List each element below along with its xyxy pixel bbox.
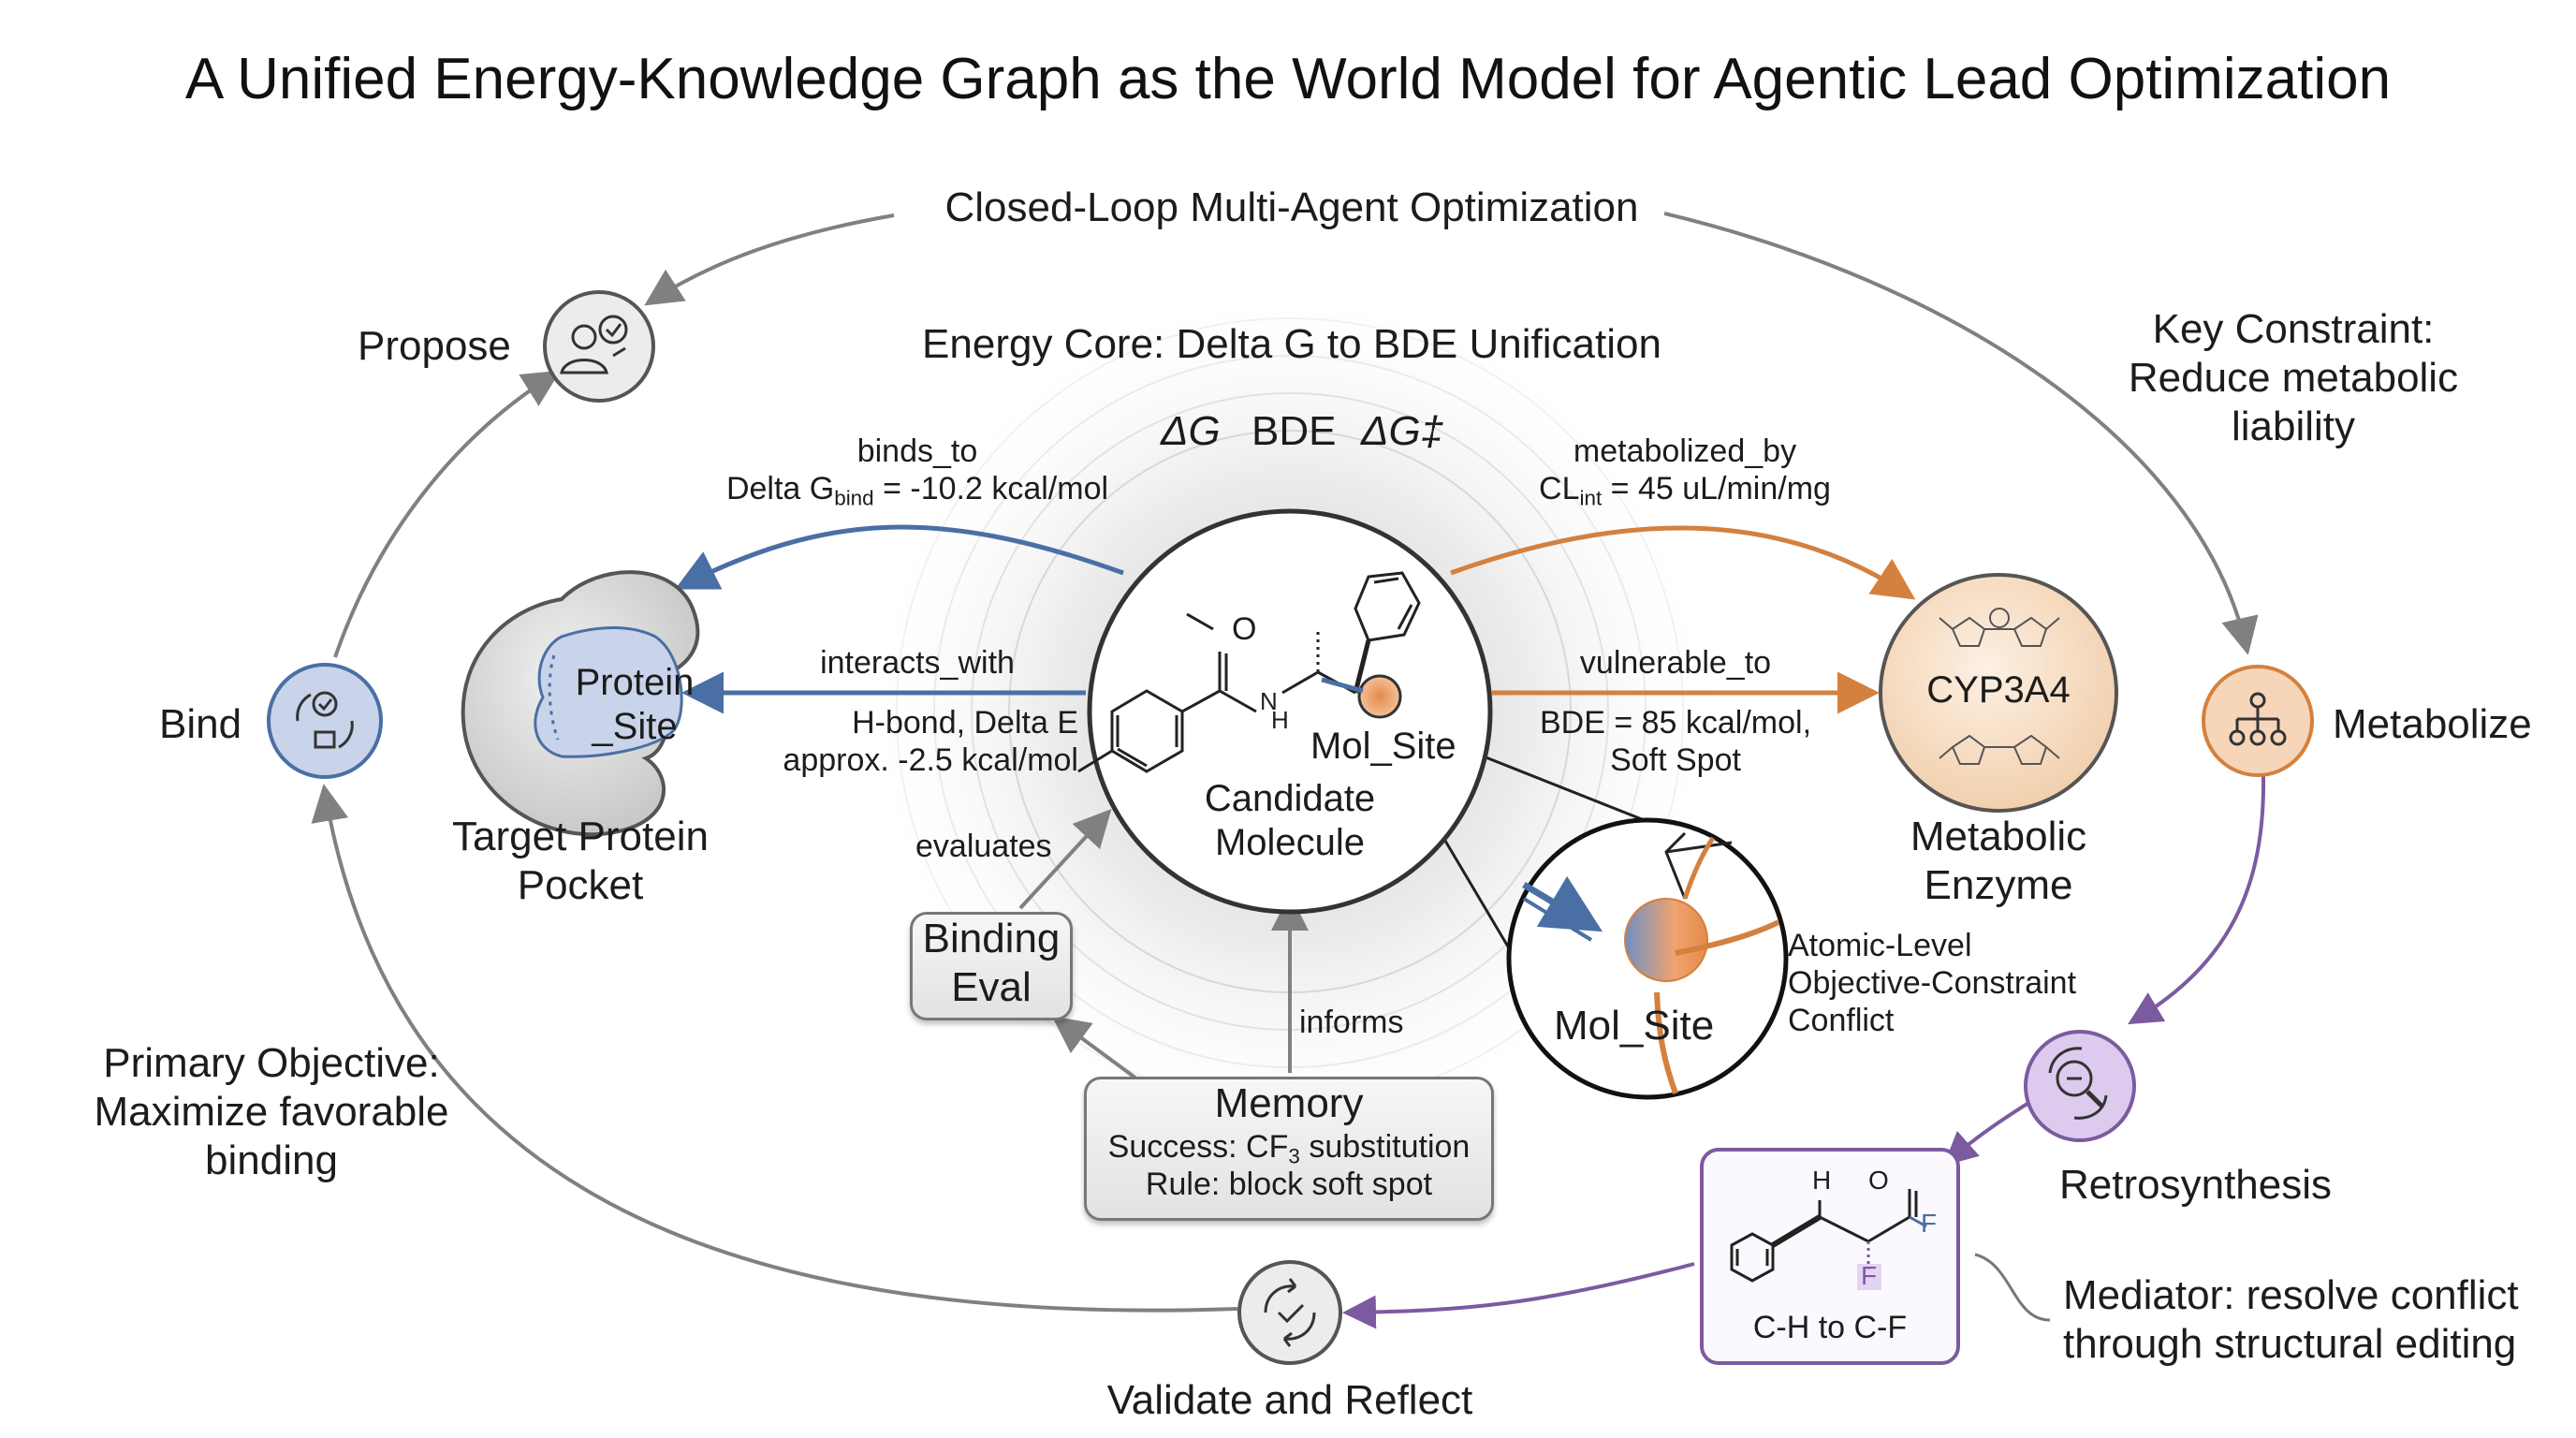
edge-vulnerable-detail: BDE = 85 kcal/mol,Soft Spot — [1539, 705, 1812, 779]
metabolize-node[interactable] — [2202, 665, 2314, 777]
enzyme-name: CYP3A4 — [1926, 669, 2071, 711]
atom-o-label: O — [1232, 611, 1257, 647]
protein-site-label: Protein_Site — [575, 662, 695, 748]
edge-metabolized-by: metabolized_by CLint = 45 uL/min/mg — [1539, 433, 1831, 510]
propose-node[interactable] — [543, 290, 655, 403]
zoom-site-label: Mol_Site — [1554, 1003, 1715, 1049]
memory-rule: Rule: block soft spot — [1145, 1167, 1433, 1203]
binding-eval-box: Binding Eval — [910, 912, 1073, 1020]
zoom-mol-site — [1624, 898, 1708, 982]
stage-metabolize-label[interactable]: Metabolize — [2333, 701, 2532, 747]
tree-icon — [2229, 692, 2287, 746]
page-title: A Unified Energy-Knowledge Graph as the … — [184, 47, 2392, 111]
candidate-mol-site — [1357, 674, 1402, 719]
arrow-eval-to-core — [1018, 809, 1112, 910]
validate-node[interactable] — [1237, 1260, 1342, 1365]
protein-groove — [548, 654, 560, 741]
edit-f-highlight — [1857, 1264, 1881, 1290]
atom-h-label: H — [1271, 706, 1289, 734]
edit-atom-o: O — [1868, 1166, 1889, 1195]
zoom-orange-bond-3 — [1682, 836, 1716, 900]
binding-eval-line-2: Eval — [951, 963, 1032, 1010]
edge-binds-to: binds_to Delta Gbind = -10.2 kcal/mol — [725, 433, 1109, 510]
arrow-binds-to — [675, 524, 1124, 590]
edit-atom-h: H — [1812, 1166, 1832, 1195]
edit-atom-f1: F — [1921, 1209, 1938, 1238]
edit-caption: C-H to C-F — [1752, 1310, 1908, 1345]
heme-structure — [1939, 608, 2060, 765]
edge-evaluates: evaluates — [915, 829, 1052, 864]
bind-node[interactable] — [267, 663, 383, 779]
person-check-icon — [560, 315, 628, 374]
atom-n-label: N — [1260, 687, 1278, 715]
retrosynthesis-node[interactable] — [2024, 1030, 2136, 1142]
magnifier-cycle-icon — [2048, 1047, 2108, 1120]
loop-label: Closed-Loop Multi-Agent Optimization — [944, 184, 1639, 230]
refresh-check-icon — [1264, 1278, 1316, 1347]
memory-title: Memory — [1214, 1080, 1364, 1126]
edit-box — [1700, 1148, 1960, 1365]
closed-loop-arrows — [311, 212, 2259, 1313]
candidate-blue-bond — [1321, 677, 1364, 694]
arrow-bind-to-propose — [333, 370, 561, 658]
arrow-validate-to-bind — [311, 784, 1238, 1313]
edge-interacts-with: interacts_with — [820, 645, 1015, 681]
candidate-site-label: Mol_Site — [1310, 726, 1456, 767]
edge-informs: informs — [1299, 1005, 1404, 1040]
target-protein-node — [461, 570, 700, 837]
arrow-metabolize-to-retro — [2128, 774, 2266, 1025]
memory-success: Success: CF3 substitution — [1107, 1128, 1471, 1168]
memory-box: Memory Success: CF3 substitution Rule: b… — [1084, 1077, 1494, 1221]
stage-propose-label[interactable]: Propose — [358, 323, 511, 369]
zoom-blue-arrow — [1522, 875, 1603, 932]
metabolic-enzyme-node — [1879, 573, 2118, 813]
zoom-orange-bond-1 — [1675, 919, 1780, 956]
candidate-molecule-node — [1077, 508, 1493, 915]
symbol-delta-g-ts: ΔG‡ — [1361, 408, 1444, 454]
binding-eval-line-1: Binding — [922, 916, 1061, 961]
zoom-black-bond-2 — [1665, 841, 1733, 854]
stage-retrosynthesis-label[interactable]: Retrosynthesis — [2059, 1162, 2333, 1208]
stage-validate-label[interactable]: Validate and Reflect — [1106, 1377, 1473, 1423]
edit-atom-f2: F — [1861, 1261, 1878, 1290]
arrow-loop-to-propose — [644, 213, 895, 306]
protein-pocket — [534, 626, 683, 758]
memory-arrows — [1018, 809, 1309, 1080]
energy-core-label: Energy Core: Delta G to BDE Unification — [922, 321, 1661, 367]
edge-vulnerable-to: vulnerable_to — [1579, 645, 1772, 681]
arrow-loop-top-right — [1663, 212, 2259, 655]
zoom-blue-arrow-2 — [1522, 897, 1593, 942]
mediator-connector — [1974, 1253, 2051, 1322]
zoom-orange-bond-2 — [1654, 991, 1678, 1095]
arrow-memory-to-eval — [1051, 1016, 1138, 1080]
symbol-delta-g: ΔG — [1161, 408, 1221, 454]
cycle-check-icon — [296, 691, 354, 749]
stage-bind-label[interactable]: Bind — [159, 701, 242, 747]
symbol-bde: BDE — [1251, 408, 1337, 454]
zoom-node — [1506, 817, 1789, 1100]
arrow-metabolized-by — [1450, 525, 1916, 600]
arrow-retro-to-edit — [1943, 1093, 2042, 1167]
edit-structure — [1730, 1189, 1927, 1283]
arrow-edit-to-validate — [1342, 1262, 1695, 1329]
